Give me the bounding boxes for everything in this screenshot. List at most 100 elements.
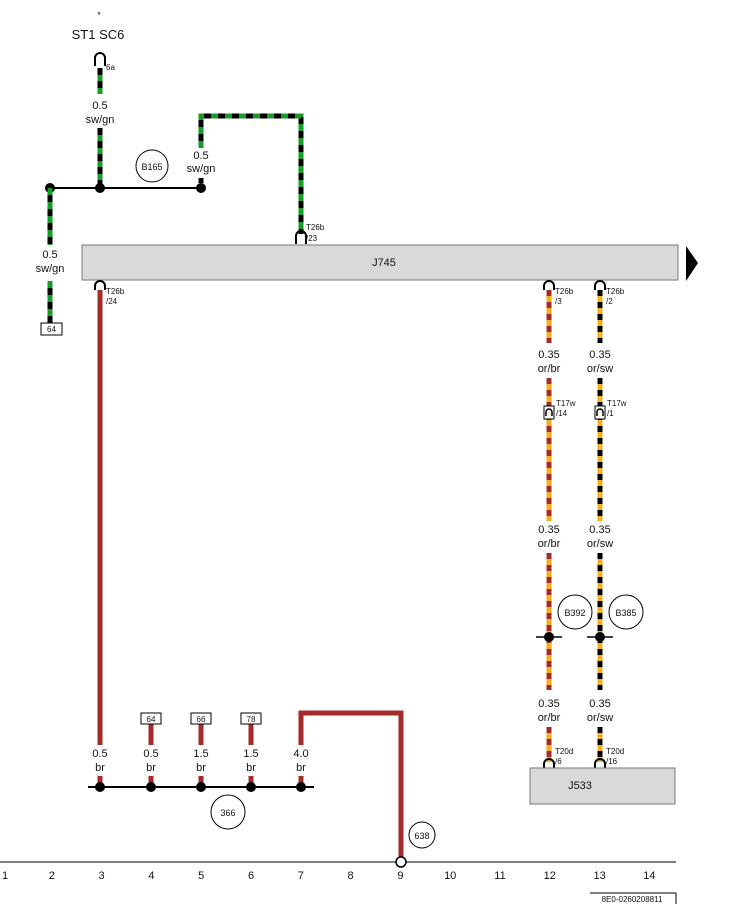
orsw-mid-connector: T17w xyxy=(607,399,627,408)
t17w-1-connector-box xyxy=(594,405,606,420)
footer-code: 8E0-0260208811 xyxy=(602,895,663,904)
scale-number: 11 xyxy=(494,870,505,882)
ground-638-circle xyxy=(408,821,436,849)
orsw-size2: 0.35 xyxy=(589,524,610,536)
gw3-size: 1.5 xyxy=(193,748,208,760)
orsw-color2: or/sw xyxy=(587,538,613,550)
ground-node-5 xyxy=(296,782,306,792)
junction-center xyxy=(95,183,105,193)
gw1-color: br xyxy=(95,762,105,774)
brown-pin-label: /24 xyxy=(106,297,118,306)
gw5-size: 4.0 xyxy=(293,748,308,760)
ground-ref-64: 64 xyxy=(147,715,156,724)
scale-number: 13 xyxy=(593,870,605,882)
splice-b385-circle xyxy=(608,594,644,630)
ground-node-4 xyxy=(246,782,256,792)
orbr-size2: 0.35 xyxy=(538,524,559,536)
splice-b385-label: B385 xyxy=(615,608,636,618)
splice-b165-circle xyxy=(135,149,169,183)
orbr-mid-pin: /14 xyxy=(556,409,568,418)
gw4-size: 1.5 xyxy=(243,748,258,760)
wire-left-color: sw/gn xyxy=(36,263,65,275)
scale-number: 4 xyxy=(148,870,154,882)
wire-loop-black xyxy=(198,113,304,234)
t17w-1-terminal-icon xyxy=(596,408,604,416)
gw5-color: br xyxy=(296,762,306,774)
orbr-top-pin: /3 xyxy=(555,297,562,306)
splice-366-circle xyxy=(210,794,246,830)
orsw-top-connector: T26b xyxy=(606,287,625,296)
scale-number: 14 xyxy=(643,870,655,882)
wire-left-size: 0.5 xyxy=(42,249,57,261)
t17w-14-terminal-icon xyxy=(545,408,553,416)
module-j533-label: J533 xyxy=(568,780,592,792)
t26b-3-terminal-icon xyxy=(543,280,555,290)
ground-node-3 xyxy=(196,782,206,792)
loop-connector-label: T26b xyxy=(306,223,325,232)
splice-b392-circle xyxy=(557,594,593,630)
asterisk-mark: * xyxy=(97,10,101,20)
wire-brown-to-ground xyxy=(298,710,404,858)
scale-number: 2 xyxy=(49,870,55,882)
ground-point-marker xyxy=(395,856,407,868)
gw3-color: br xyxy=(196,762,206,774)
wire-top-color: sw/gn xyxy=(86,114,115,126)
orbr-color1: or/br xyxy=(538,363,561,375)
gw2-size: 0.5 xyxy=(143,748,158,760)
fuse-terminal-icon xyxy=(94,52,106,66)
orsw-bottom-connector: T20d xyxy=(606,747,624,756)
terminal-labels: ST1 SC6 xyxy=(72,27,125,42)
wire-loop-size: 0.5 xyxy=(193,150,208,162)
gw2-color: br xyxy=(146,762,156,774)
scale-number: 7 xyxy=(298,870,304,882)
ground-ref-box-64 xyxy=(140,712,162,725)
t20d-6-terminal-icon xyxy=(543,758,555,768)
scale-number: 8 xyxy=(348,870,354,882)
scale-number: 9 xyxy=(397,870,403,882)
orbr-color2: or/br xyxy=(538,538,561,550)
scale-number: 6 xyxy=(248,870,254,882)
scale-number: 10 xyxy=(444,870,456,882)
wire-loop-green xyxy=(198,113,304,234)
ground-638-label: 638 xyxy=(414,831,429,841)
orsw-splice-node xyxy=(595,632,605,642)
wire-loop-color: sw/gn xyxy=(187,163,216,175)
gw4-color: br xyxy=(246,762,256,774)
scale-number: 12 xyxy=(544,870,556,882)
orbr-bottom-pin: /6 xyxy=(555,757,562,766)
module-j533 xyxy=(529,767,676,805)
orbr-size1: 0.35 xyxy=(538,349,559,361)
splice-366-label: 366 xyxy=(220,808,235,818)
module-j745-label: J745 xyxy=(372,257,396,269)
orsw-top-pin: /2 xyxy=(606,297,613,306)
t26b-2-terminal-icon xyxy=(594,280,606,290)
orsw-bottom-pin: /16 xyxy=(606,757,618,766)
module-j745 xyxy=(81,244,679,281)
scale-number: 3 xyxy=(99,870,105,882)
t26b-23-terminal-icon xyxy=(295,230,307,244)
splice-b392-label: B392 xyxy=(564,608,585,618)
orsw-size1: 0.35 xyxy=(589,349,610,361)
scale-number: 5 xyxy=(198,870,204,882)
ground-ref-box-78 xyxy=(240,712,262,725)
orbr-bottom-connector: T20d xyxy=(555,747,573,756)
wire-left-ground-ref: 64 xyxy=(47,325,56,334)
gw1-size: 0.5 xyxy=(92,748,107,760)
orbr-mid-connector: T17w xyxy=(556,399,576,408)
orsw-size3: 0.35 xyxy=(589,698,610,710)
ground-node-1 xyxy=(95,782,105,792)
orbr-color3: or/br xyxy=(538,712,561,724)
orbr-size3: 0.35 xyxy=(538,698,559,710)
t26b-24-terminal-icon xyxy=(94,280,106,290)
splice-b165-label: B165 xyxy=(141,162,162,172)
right-triangle-icon xyxy=(686,246,698,281)
wire-top-size: 0.5 xyxy=(92,100,107,112)
ground-ref-66: 66 xyxy=(197,715,206,724)
t20d-16-terminal-icon xyxy=(594,758,606,768)
orbr-top-connector: T26b xyxy=(555,287,574,296)
orbr-splice-node xyxy=(544,632,554,642)
ground-ref-box-66 xyxy=(190,712,212,725)
scale-number: 1 xyxy=(2,870,8,882)
t17w-14-connector-box xyxy=(543,405,555,420)
